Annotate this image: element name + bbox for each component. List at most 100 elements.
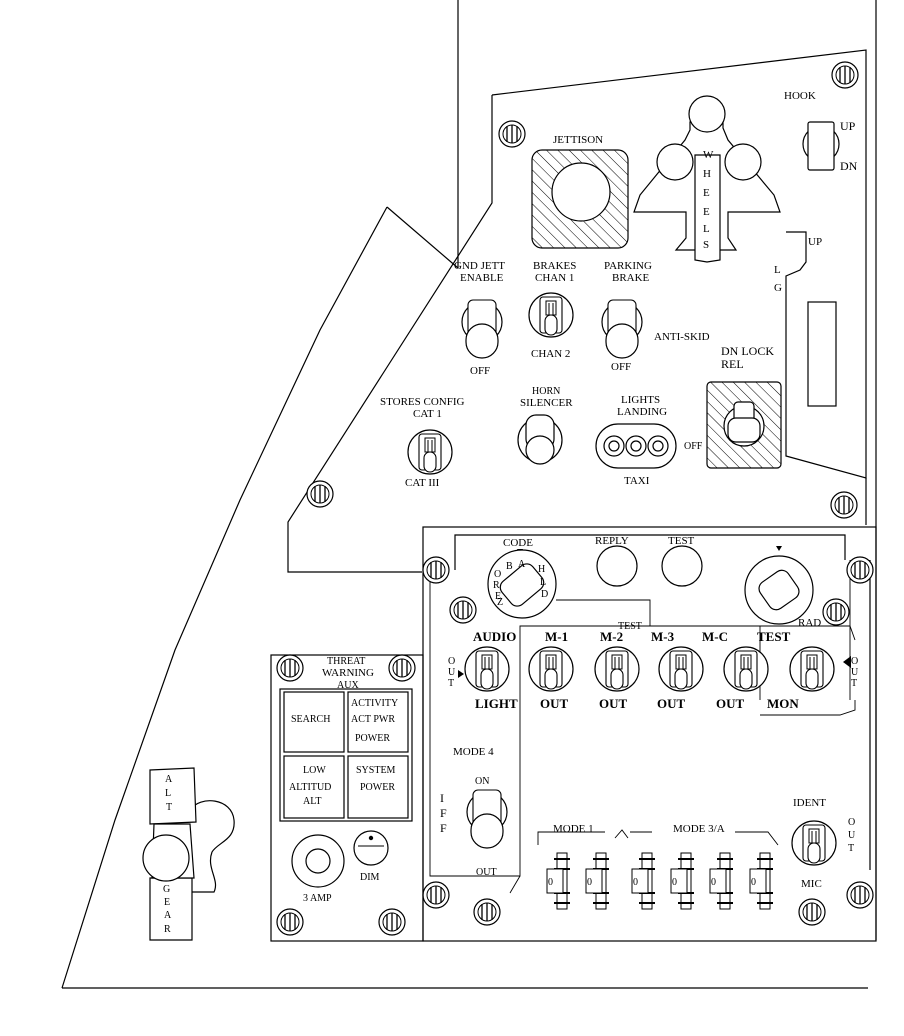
mc-out-label: OUT	[716, 696, 745, 711]
lights-landing-taxi-switch[interactable]	[595, 423, 677, 469]
nose-gear-light	[688, 95, 726, 133]
alt-gear-handle[interactable]: A L T G E A R	[142, 767, 235, 941]
landing-gear-panel: JETTISON W H E E L S HOOK UP DN UP	[287, 49, 867, 573]
dim-knob[interactable]	[353, 830, 389, 866]
test-out-o: O	[851, 656, 858, 667]
code-e-label: E	[495, 591, 501, 602]
mon-label: MON	[767, 696, 799, 711]
lg-l-label: L	[774, 264, 781, 276]
lights-landing-label: LANDING	[617, 406, 667, 418]
ident-out-o: O	[848, 817, 855, 828]
ident-label: IDENT	[793, 797, 826, 809]
search-button[interactable]: SEARCH	[283, 691, 345, 753]
panel-screw	[473, 898, 501, 926]
light-label: LIGHT	[475, 696, 518, 711]
m1-out-label: OUT	[540, 696, 569, 711]
mode3a-label: MODE 3/A	[673, 823, 725, 835]
lights-taxi-label: TAXI	[624, 475, 650, 487]
brakes-chan2-label: CHAN 2	[531, 348, 570, 360]
lights-label: LIGHTS	[621, 394, 660, 406]
system-power-button[interactable]: SYSTEM POWER	[347, 755, 409, 819]
m2-switch[interactable]	[594, 646, 640, 692]
lg-up-label: UP	[808, 236, 822, 248]
m1-switch[interactable]	[528, 646, 574, 692]
horn-silencer-button[interactable]	[517, 414, 563, 465]
alt-letter: T	[166, 802, 172, 813]
code-d-label: D	[541, 589, 548, 600]
activity-power-button[interactable]: ACTIVITY ACT PWR POWER	[347, 691, 409, 753]
panel-screw	[822, 598, 850, 626]
panel-screw	[831, 61, 859, 89]
wheels-letter: E	[703, 206, 710, 218]
iff-letter-f2: F	[440, 821, 447, 835]
wheels-letter: W	[703, 149, 714, 161]
stores-cat3-label: CAT III	[405, 477, 440, 489]
panel-screw	[798, 898, 826, 926]
aux-label: AUX	[337, 680, 359, 691]
test-pointer-icon	[843, 656, 851, 668]
mode1-thumbwheel[interactable]: 0	[585, 852, 610, 910]
mode1-label: MODE 1	[553, 823, 594, 835]
left-gear-light	[656, 143, 694, 181]
svg-text:0: 0	[548, 877, 553, 888]
test-light-label: TEST	[668, 535, 695, 547]
audio-label: AUDIO	[473, 629, 516, 644]
rad-test-mon-knob[interactable]	[744, 555, 814, 625]
hook-switch[interactable]	[802, 121, 840, 171]
dim-label: DIM	[360, 872, 380, 883]
stores-config-switch[interactable]	[407, 429, 453, 475]
mode1-thumbwheel[interactable]: 0	[546, 852, 571, 910]
iff-letter-i: I	[440, 791, 444, 805]
svg-text:SYSTEM: SYSTEM	[356, 765, 396, 776]
code-selector-knob[interactable]	[487, 549, 557, 619]
audio-out-t: T	[448, 678, 454, 689]
ident-mic-switch[interactable]	[791, 820, 837, 866]
svg-text:ALT: ALT	[303, 796, 322, 807]
mode3a-thumbwheel[interactable]: 0	[631, 852, 656, 910]
panel-screw	[378, 908, 406, 936]
mode3a-thumbwheel[interactable]: 0	[709, 852, 734, 910]
panel-screw	[388, 654, 416, 682]
silencer-label: SILENCER	[520, 397, 573, 409]
code-o-label: O	[494, 569, 501, 580]
mc-switch[interactable]	[723, 646, 769, 692]
audio-light-switch[interactable]	[464, 646, 510, 692]
svg-text:SEARCH: SEARCH	[291, 714, 330, 725]
mode3a-thumbwheel[interactable]: 0	[749, 852, 774, 910]
mode3a-thumbwheel[interactable]: 0	[670, 852, 695, 910]
mode4-switch[interactable]	[466, 789, 508, 849]
panel-screw	[846, 881, 874, 909]
rad-pointer-icon	[776, 546, 782, 551]
parking-brake-switch[interactable]	[601, 299, 643, 359]
stores-config-label: STORES CONFIG	[380, 396, 465, 408]
hook-dn-label: DN	[840, 159, 858, 173]
dn-lock-release-button[interactable]	[706, 381, 782, 469]
gear-letter: R	[164, 924, 171, 935]
code-label: CODE	[503, 537, 533, 549]
rel-label: REL	[721, 357, 744, 371]
horn-label: HORN	[532, 386, 560, 397]
jettison-button[interactable]	[531, 149, 629, 249]
gear-letter: A	[164, 910, 172, 921]
panel-screw	[498, 120, 526, 148]
alt-letter: A	[165, 774, 173, 785]
test-mon-switch[interactable]	[789, 646, 835, 692]
dn-lock-label: DN LOCK	[721, 344, 774, 358]
amp-label: 3 AMP	[303, 893, 332, 904]
parking-brake-label: PARKING	[604, 260, 652, 272]
code-a-label: A	[518, 559, 526, 570]
low-altitude-button[interactable]: LOW ALTITUD ALT	[283, 755, 345, 819]
brakes-channel-switch[interactable]	[528, 292, 574, 338]
m3-switch[interactable]	[658, 646, 704, 692]
ident-out-u: U	[848, 830, 856, 841]
iff-panel: CODE A B O R E Z H L D REPLY TEST RAD TE…	[422, 526, 877, 942]
m1-label: M-1	[545, 629, 568, 644]
3-amp-fuse-holder[interactable]	[291, 834, 345, 888]
gnd-jett-enable-switch[interactable]	[461, 299, 503, 359]
hook-up-label: UP	[840, 119, 856, 133]
test-group-label: TEST	[618, 621, 642, 632]
svg-text:0: 0	[672, 877, 677, 888]
test-out-t: T	[851, 678, 857, 689]
anti-skid-label: ANTI-SKID	[654, 331, 710, 343]
